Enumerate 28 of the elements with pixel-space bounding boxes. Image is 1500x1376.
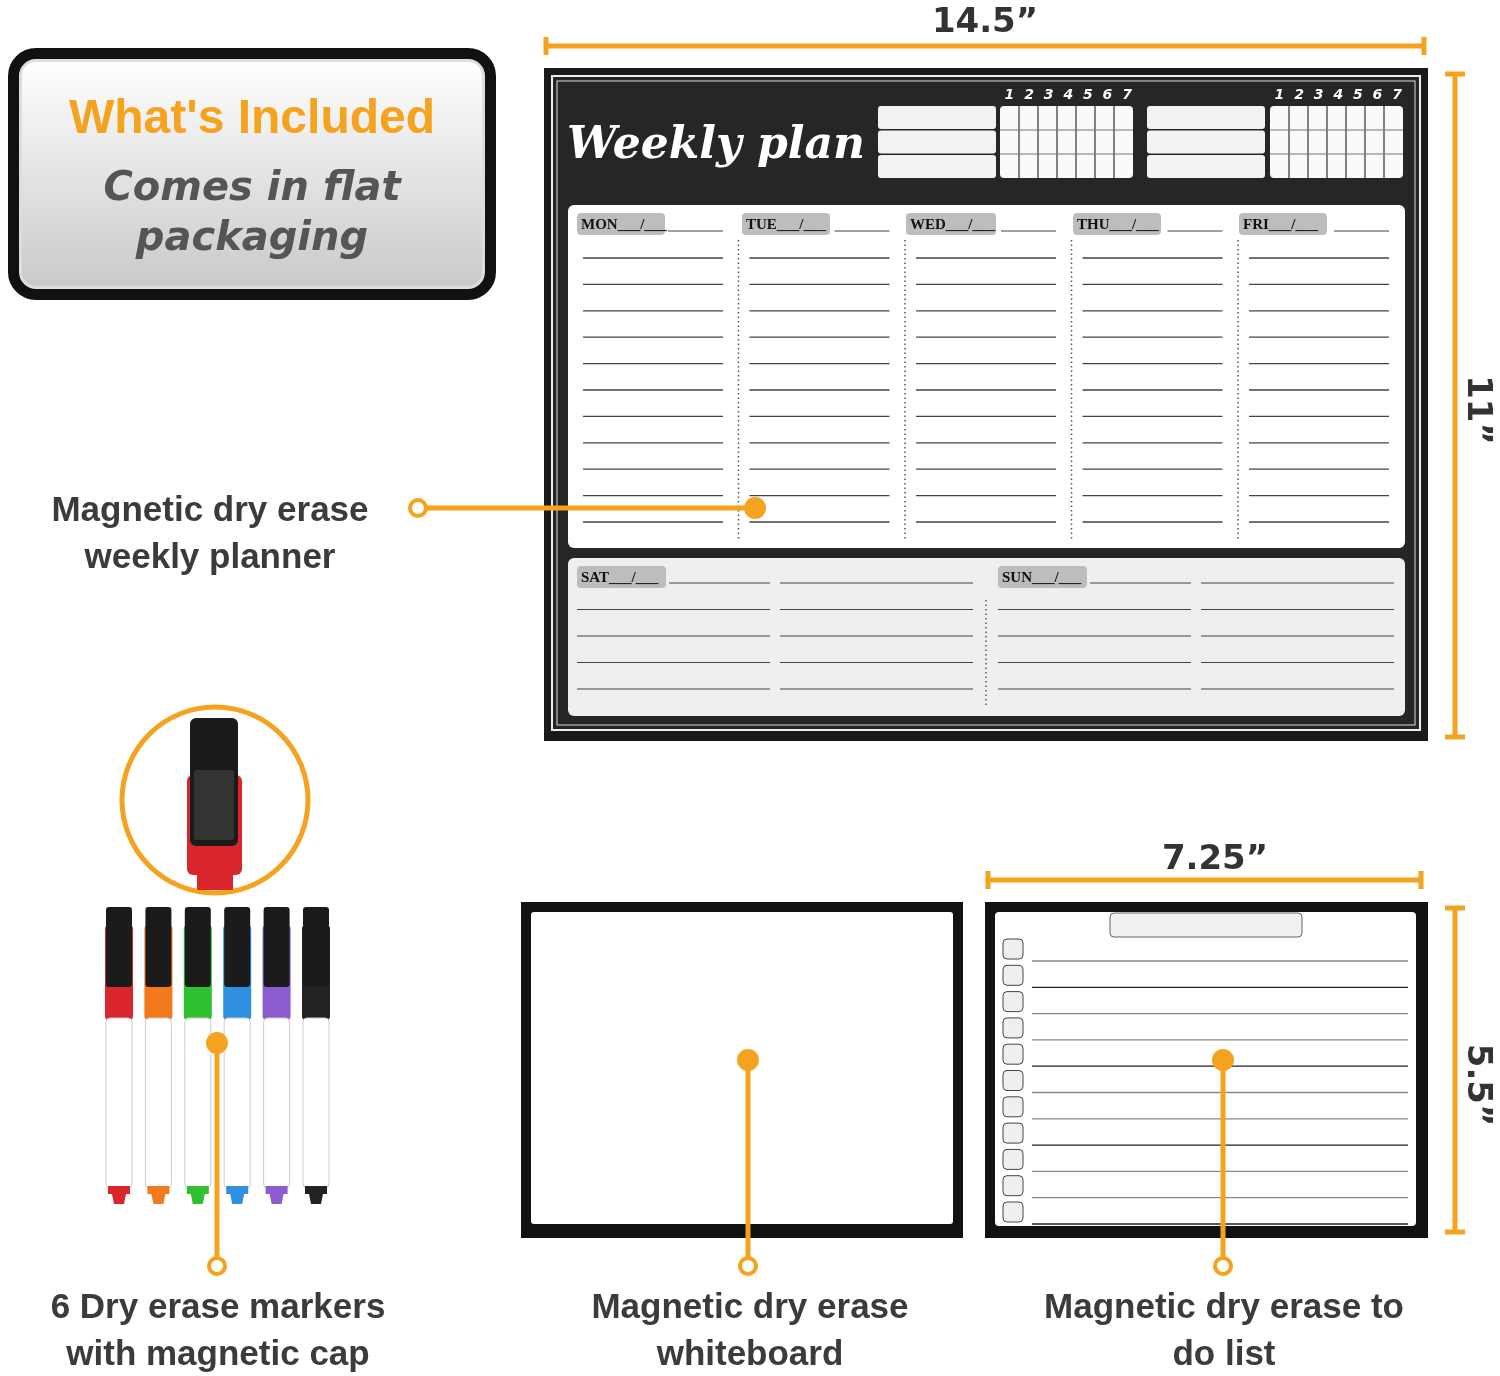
info-card [8, 48, 496, 300]
leader-line [206, 1032, 228, 1276]
caption-text: Magnetic dry erase weekly planner [14, 484, 406, 580]
todo-list-drawing [985, 902, 1428, 1238]
day-date-label: MON___/___ [577, 213, 665, 235]
day-date-label: WED___/___ [906, 213, 996, 235]
day-date-label: TUE___/___ [742, 213, 830, 235]
whiteboard-drawing [521, 902, 963, 1238]
leader-line [737, 1049, 759, 1276]
caption-text: 6 Dry erase markers with magnetic cap [22, 1282, 414, 1376]
leader-line [1212, 1049, 1234, 1276]
planner-title: Weekly plan [566, 116, 866, 170]
column-numbers: 1 2 3 4 5 6 7 [1003, 85, 1134, 104]
dimension-label: 5.5” [1460, 1045, 1500, 1125]
dimension-label: 11” [1460, 374, 1500, 447]
subheading: Comes in flat packaging [102, 162, 403, 261]
day-date-label: SAT___/___ [577, 566, 666, 588]
caption-text: Magnetic dry erase to do list [1044, 1282, 1404, 1376]
caption-text: Magnetic dry erase whiteboard [548, 1282, 952, 1376]
leader-line [408, 497, 766, 519]
heading: What's Included [67, 89, 437, 145]
weekly-planner-drawing [544, 68, 1428, 741]
day-date-label: THU___/___ [1073, 213, 1161, 235]
dimension-label: 14.5” [930, 0, 1040, 40]
dimension-label: 7.25” [1160, 836, 1270, 878]
column-numbers: 1 2 3 4 5 6 7 [1273, 85, 1404, 104]
day-date-label: SUN___/___ [998, 566, 1087, 588]
day-date-label: FRI___/___ [1239, 213, 1327, 235]
